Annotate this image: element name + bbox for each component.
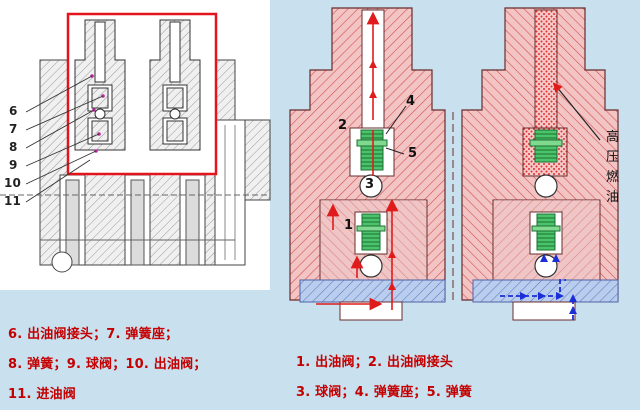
spring-lower-left: [361, 213, 381, 251]
callout-9: 9: [9, 158, 18, 172]
high-pressure-fuel: [534, 9, 558, 129]
callout-11: 11: [4, 194, 22, 208]
left-valve-column-2: [149, 19, 201, 151]
callout-1: 1: [344, 218, 354, 233]
left-pump-drawing: [0, 0, 271, 290]
callout-10: 10: [4, 176, 22, 190]
high-pressure-char-4: 油: [606, 190, 620, 205]
caption-left-line-3: 11. 进油阀: [8, 387, 76, 402]
flow-path-left: [316, 11, 399, 311]
caption-left-line-2: 8. 弹簧；9. 球阀；10. 出油阀；: [8, 357, 207, 372]
caption-right-line-1: 1. 出油阀；2. 出油阀接头: [296, 355, 454, 370]
ball-valve-left: [359, 174, 383, 198]
callout-2: 2: [338, 118, 348, 133]
high-pressure-char-1: 高: [606, 130, 620, 145]
inlet-block-left: [299, 279, 446, 303]
caption-right-line-2: 3. 球阀；4. 弹簧座；5. 弹簧: [296, 385, 473, 400]
inlet-block-right: [472, 279, 619, 303]
spring-lower-right: [536, 213, 556, 251]
caption-left-line-1: 6. 出油阀接头；7. 弹簧座；: [8, 327, 179, 342]
left-valve-column-1: [74, 19, 126, 151]
right-pump-section: [289, 7, 619, 321]
callout-4: 4: [406, 94, 416, 109]
callout-7: 7: [9, 122, 18, 136]
spring-upper-left: [360, 129, 384, 171]
callout-3: 3: [365, 177, 375, 192]
left-callout-leaders: [25, 75, 104, 203]
ball-valve-right: [534, 174, 558, 198]
high-pressure-fuel-label: 高 压 燃 油: [606, 128, 624, 208]
callout-5: 5: [408, 146, 418, 161]
callout-8: 8: [9, 140, 18, 154]
callout-6: 6: [9, 104, 18, 118]
high-pressure-char-2: 压: [606, 150, 620, 165]
high-pressure-char-3: 燃: [606, 170, 620, 185]
